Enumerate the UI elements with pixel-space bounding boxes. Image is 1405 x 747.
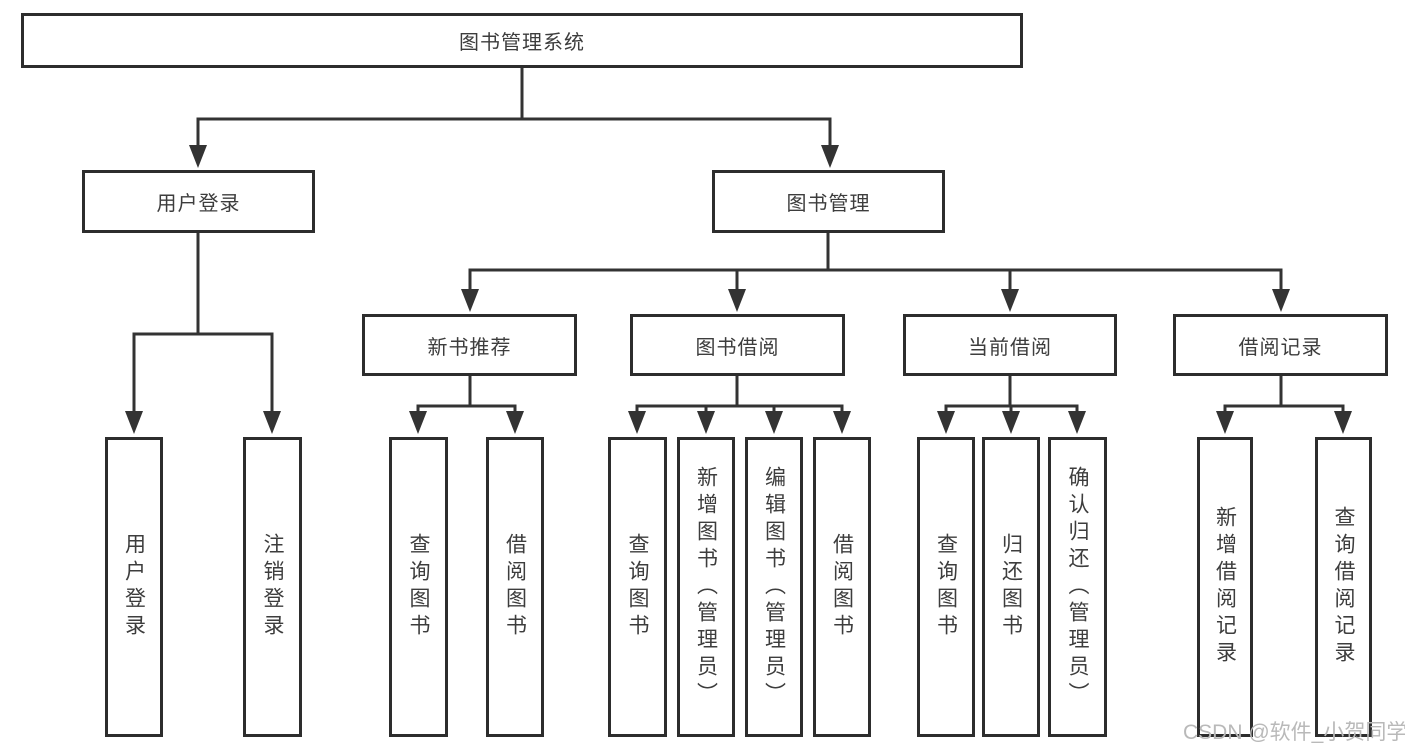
connector-new-book-recommend-children — [409, 376, 524, 434]
leaf-borrow-books: 借阅图书 — [486, 437, 544, 737]
leaf-return-books-label: 归还图书 — [999, 533, 1023, 641]
leaf-add-books-admin: 新增图书（管理员） — [677, 437, 735, 737]
leaf-add-borrow-record: 新增借阅记录 — [1197, 437, 1253, 737]
leaf-logout-label: 注销登录 — [261, 533, 284, 641]
node-root: 图书管理系统 — [21, 13, 1023, 68]
connector-root-to-level2 — [189, 68, 839, 168]
leaf-add-borrow-record-label: 新增借阅记录 — [1213, 506, 1237, 668]
leaf-user-login-label: 用户登录 — [122, 533, 146, 641]
connector-current-borrowing-children — [937, 376, 1086, 434]
watermark: CSDN @软件_小贺同学 — [1183, 721, 1405, 744]
connector-borrowing-records-children — [1216, 376, 1352, 434]
node-user-login: 用户登录 — [82, 170, 315, 233]
node-book-management: 图书管理 — [712, 170, 945, 233]
leaf-query-books-label: 查询图书 — [407, 533, 430, 641]
leaf-confirm-return-admin: 确认归还（管理员） — [1048, 437, 1107, 737]
leaf-query-borrow-record: 查询借阅记录 — [1315, 437, 1372, 737]
node-new-book-recommend: 新书推荐 — [362, 314, 577, 376]
leaf-query-books: 查询图书 — [389, 437, 448, 737]
leaf-query-books-label: 查询图书 — [934, 533, 958, 641]
leaf-user-login: 用户登录 — [105, 437, 163, 737]
leaf-add-books-admin-label: 新增图书（管理员） — [694, 465, 718, 709]
connector-book-management-children — [461, 233, 1290, 312]
leaf-confirm-return-admin-label: 确认归还（管理员） — [1066, 465, 1089, 709]
leaf-query-borrow-record-label: 查询借阅记录 — [1332, 506, 1355, 668]
connector-user-login-children — [125, 233, 281, 434]
leaf-query-books: 查询图书 — [917, 437, 975, 737]
leaf-edit-books-admin: 编辑图书（管理员） — [745, 437, 803, 737]
connector-book-borrowing-children — [628, 376, 851, 434]
leaf-logout: 注销登录 — [243, 437, 302, 737]
leaf-query-books-label: 查询图书 — [626, 533, 649, 641]
node-book-borrowing: 图书借阅 — [630, 314, 845, 376]
node-borrowing-records: 借阅记录 — [1173, 314, 1388, 376]
node-current-borrowing: 当前借阅 — [903, 314, 1117, 376]
leaf-edit-books-admin-label: 编辑图书（管理员） — [762, 465, 786, 709]
leaf-query-books: 查询图书 — [608, 437, 667, 737]
leaf-return-books: 归还图书 — [982, 437, 1040, 737]
leaf-borrow-books-label: 借阅图书 — [830, 533, 854, 641]
leaf-borrow-books: 借阅图书 — [813, 437, 871, 737]
leaf-borrow-books-label: 借阅图书 — [503, 533, 527, 641]
